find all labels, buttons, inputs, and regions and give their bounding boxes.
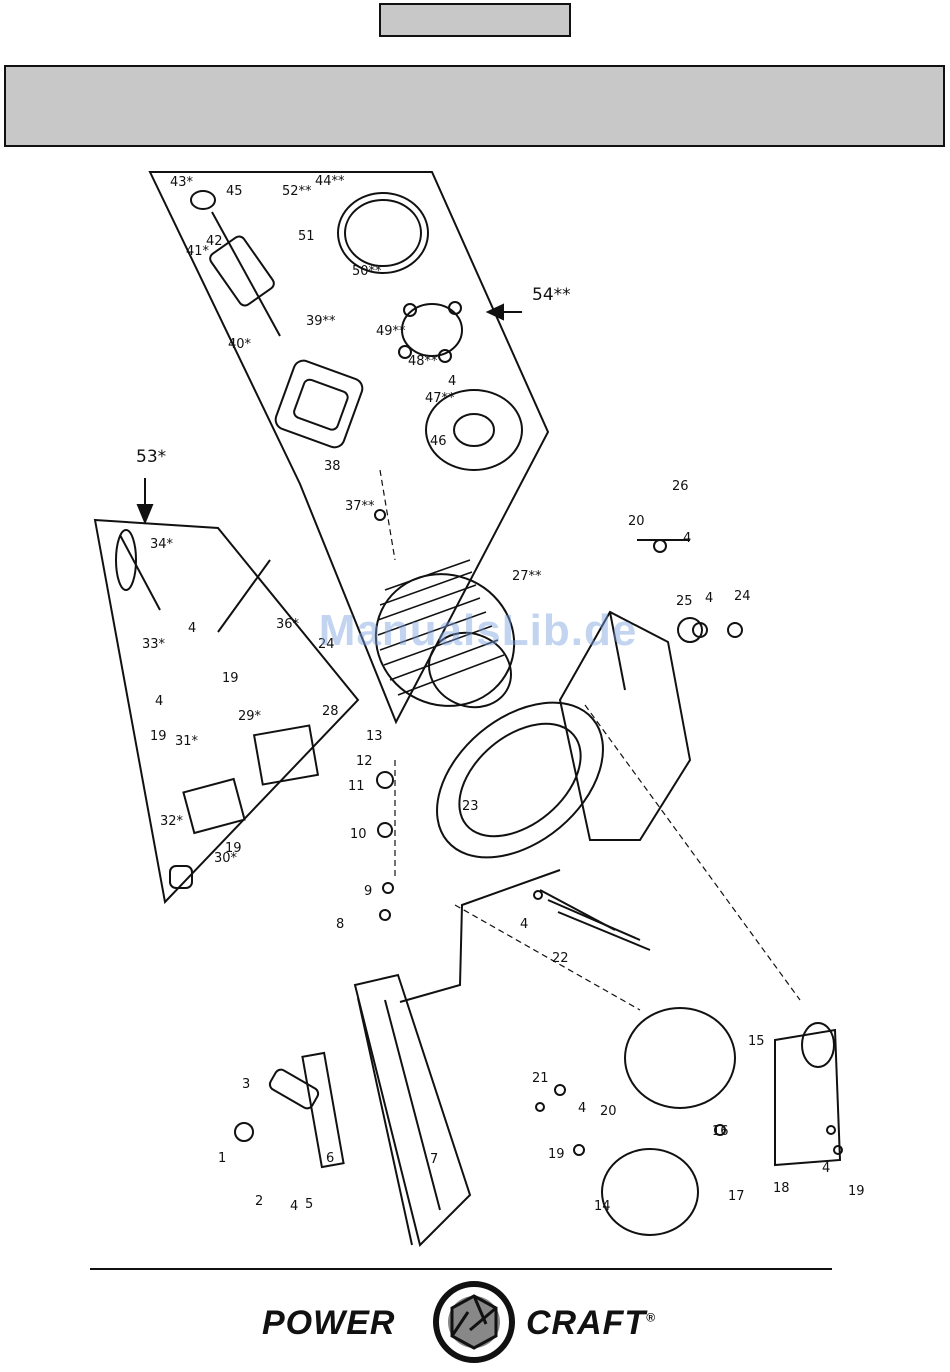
label-17: 17 [728, 1189, 745, 1204]
label-10: 10 [350, 827, 367, 842]
sanding-paper [602, 1149, 698, 1235]
registered-mark: ® [646, 1311, 656, 1325]
label-22: 22 [552, 951, 569, 966]
label-19e: 19 [848, 1184, 865, 1199]
label-50: 50** [352, 264, 382, 279]
label-18: 18 [773, 1181, 790, 1196]
label-54: 54** [532, 285, 571, 305]
label-32: 32* [160, 814, 184, 829]
label-19b: 19 [222, 671, 239, 686]
label-43: 43* [170, 175, 194, 190]
label-4i: 4 [822, 1161, 830, 1176]
label-9: 9 [364, 884, 372, 899]
label-5: 5 [305, 1197, 313, 1212]
label-38: 38 [324, 459, 341, 474]
label-21: 21 [532, 1071, 549, 1086]
label-4: 4 [290, 1199, 298, 1214]
work-table [355, 975, 470, 1245]
label-11: 11 [348, 779, 365, 794]
label-8: 8 [336, 917, 344, 932]
brand-logo: POWER CRAFT® [258, 1278, 698, 1364]
sanding-disc [625, 1008, 735, 1108]
label-25: 25 [676, 594, 693, 609]
label-24: 24 [734, 589, 751, 604]
label-45: 45 [226, 184, 243, 199]
disc-housing [407, 671, 632, 888]
label-48: 48** [408, 354, 438, 369]
label-23: 23 [462, 799, 479, 814]
label-44: 44** [315, 174, 345, 189]
label-40: 40* [228, 337, 252, 352]
footer-divider [90, 1268, 832, 1270]
label-20: 20 [600, 1104, 617, 1119]
label-51: 51 [298, 229, 315, 244]
label-24b: 24 [318, 637, 335, 652]
label-34: 34* [150, 537, 174, 552]
label-4c: 4 [155, 694, 163, 709]
label-46: 46 [430, 434, 447, 449]
header-title-box [379, 3, 571, 37]
label-1: 1 [218, 1151, 226, 1166]
label-47: 47** [425, 391, 455, 406]
label-4g: 4 [705, 591, 713, 606]
label-15: 15 [748, 1034, 765, 1049]
label-26: 26 [672, 479, 689, 494]
label-39: 39** [306, 314, 336, 329]
label-36: 36* [276, 617, 300, 632]
label-19c: 19 [150, 729, 167, 744]
label-19: 19 [548, 1147, 565, 1162]
motor-housing [354, 552, 536, 729]
label-4b: 4 [188, 621, 196, 636]
label-37: 37** [345, 499, 375, 514]
label-4d: 4 [448, 374, 456, 389]
label-13: 13 [366, 729, 383, 744]
header-band [4, 65, 945, 147]
label-31: 31* [175, 734, 199, 749]
label-28: 28 [322, 704, 339, 719]
label-4e: 4 [520, 917, 528, 932]
label-2: 2 [255, 1194, 263, 1209]
label-7: 7 [430, 1152, 438, 1167]
label-4f: 4 [578, 1101, 586, 1116]
label-6: 6 [326, 1151, 334, 1166]
label-4h: 4 [683, 531, 691, 546]
label-14: 14 [594, 1199, 611, 1214]
label-52: 52** [282, 184, 312, 199]
label-27: 27** [512, 569, 542, 584]
brand-right-text: CRAFT [526, 1304, 646, 1342]
aperture-icon [428, 1280, 520, 1364]
label-20b: 20 [628, 514, 645, 529]
label-12: 12 [356, 754, 373, 769]
label-3: 3 [242, 1077, 250, 1092]
brand-right-word: CRAFT® [526, 1304, 656, 1343]
exploded-parts-diagram: 1 2 3 4 5 6 7 8 9 10 11 12 13 14 15 16 1… [0, 150, 950, 1260]
label-30: 30* [214, 851, 238, 866]
label-16: 16 [712, 1124, 729, 1139]
label-49: 49** [376, 324, 406, 339]
label-53: 53* [136, 447, 166, 467]
label-42: 42 [206, 234, 223, 249]
brand-left-word: POWER [262, 1304, 395, 1343]
label-29: 29* [238, 709, 262, 724]
label-33: 33* [142, 637, 166, 652]
